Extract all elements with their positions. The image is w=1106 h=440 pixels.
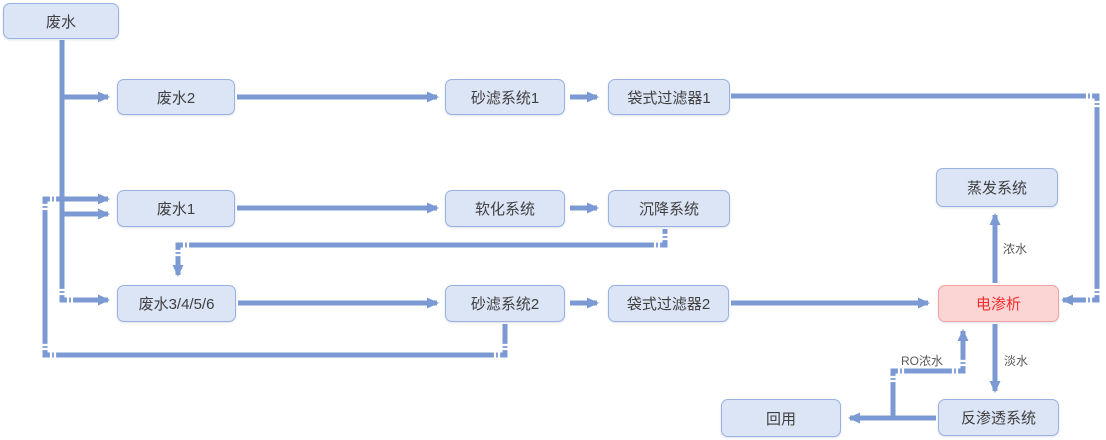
node-label: 袋式过滤器1: [627, 89, 711, 107]
node-label: 废水: [45, 13, 76, 31]
node-bag-filter-1[interactable]: 袋式过滤器1: [608, 79, 730, 115]
edge-wastewater-to-3456: [59, 40, 110, 306]
node-softening[interactable]: 软化系统: [445, 190, 565, 227]
node-label: 袋式过滤器2: [626, 296, 711, 313]
node-wastewater-3456[interactable]: 废水3/4/5/6: [117, 285, 236, 322]
edge-sandfilter2-to-wastewater1: [42, 193, 508, 358]
edge-label-fresh-water: 淡水: [1004, 354, 1029, 368]
node-wastewater-1[interactable]: 废水1: [117, 190, 235, 227]
node-label: 废水1: [156, 201, 196, 218]
node-label: 蒸发系统: [966, 180, 1027, 197]
node-label: 回用: [765, 410, 796, 428]
edge-bagfilter1-to-electrodialysis: [731, 93, 1100, 306]
node-wastewater-2[interactable]: 废水2: [117, 79, 235, 115]
node-label: 砂滤系统1: [470, 89, 540, 107]
node-label: 软化系统: [474, 201, 535, 218]
edge-label-ro-concentrate: RO浓水: [901, 354, 944, 368]
edge-reverseosmosis-to-electrodialysis: [890, 329, 969, 418]
node-label: 电渗析: [975, 296, 1021, 313]
node-label: 反渗透系统: [960, 410, 1036, 427]
node-evaporation[interactable]: 蒸发系统: [936, 168, 1058, 207]
node-wastewater[interactable]: 废水: [3, 3, 119, 39]
node-electrodialysis[interactable]: 电渗析: [938, 285, 1059, 322]
corner-joint-ticks: [39, 90, 1103, 383]
edge-sedimentation-to-wastewater3456: [172, 229, 668, 277]
node-label: 沉降系统: [638, 201, 699, 218]
node-label: 废水2: [156, 89, 196, 107]
node-label: 废水3/4/5/6: [138, 296, 215, 313]
node-reuse[interactable]: 回用: [721, 399, 841, 437]
node-bag-filter-2[interactable]: 袋式过滤器2: [608, 285, 729, 322]
node-label: 砂滤系统2: [470, 296, 540, 313]
node-reverse-osmosis[interactable]: 反渗透系统: [938, 399, 1059, 436]
node-sand-filter-2[interactable]: 砂滤系统2: [445, 285, 565, 322]
node-sand-filter-1[interactable]: 砂滤系统1: [445, 79, 565, 115]
edge-label-concentrate-water: 浓水: [1003, 242, 1028, 256]
node-sedimentation[interactable]: 沉降系统: [608, 190, 730, 227]
